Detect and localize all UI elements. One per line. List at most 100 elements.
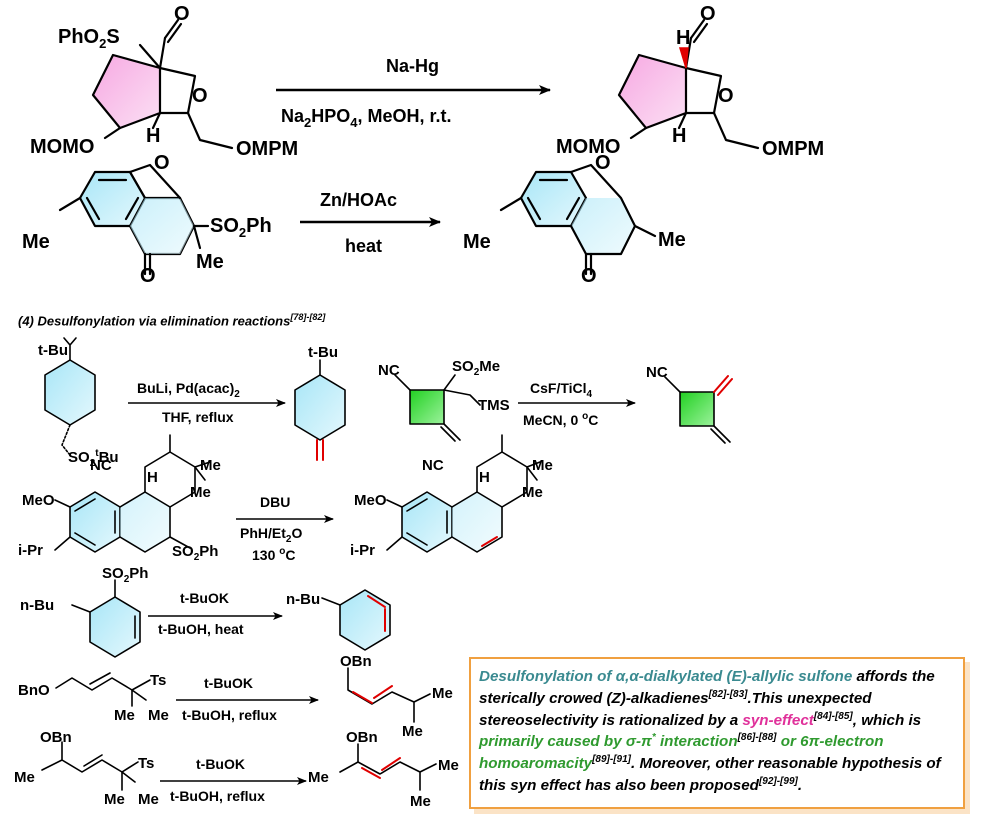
reaction-7: BnO Ts Me Me t-BuOK t-BuOH, reflux OBn M… [18, 653, 453, 740]
explanation-box: Desulfonylation of α,α-dialkylated (E)-a… [469, 657, 965, 809]
r7-me-1: Me [114, 707, 135, 724]
reaction-8: OBn Me Ts Me Me t-BuOK t-BuOH, reflux OB… [14, 729, 459, 810]
r5-so2ph: SO2Ph [172, 543, 218, 563]
note-text-3: .This unexpected stereoselectivity is ra… [479, 689, 872, 729]
r7-product-me-2: Me [402, 723, 423, 740]
r8-reactant: OBn Me Ts Me Me [14, 729, 159, 808]
r6-product-nbu: n-Bu [286, 591, 320, 608]
r6-reactant: SO2Ph n-Bu [20, 565, 148, 658]
r1-product: H O O H MOMO OMPM [556, 3, 824, 160]
reaction-1: PhO2S O O H MOMO OMPM Na-Hg Na2HPO4, MeO… [30, 3, 824, 160]
reaction-6: SO2Ph n-Bu t-BuOK t-BuOH, heat n-Bu [20, 565, 391, 658]
note-green-1: primarily caused by σ-π [479, 733, 652, 751]
r8-ts: Ts [138, 755, 154, 772]
r2-carbonyl-o: O [140, 265, 156, 287]
r2-product: O Me O Me [463, 152, 686, 287]
r5-reactant: MeO NC H Me Me i-Pr SO2Ph [18, 434, 221, 563]
r8-product: OBn Me Me Me [308, 729, 459, 810]
r5-product-meo: MeO [354, 492, 387, 509]
r7-reagent-bottom: t-BuOH, reflux [182, 707, 277, 723]
r6-reagent-top: t-BuOK [180, 590, 229, 606]
r8-reagent-bottom: t-BuOH, reflux [170, 788, 265, 804]
reaction-2: O Me SO2Ph O Me Zn/HOAc heat O Me O Me [22, 152, 686, 287]
r3-so2tbu: SO2tBu [68, 448, 119, 469]
r5-nc: NC [90, 457, 112, 474]
r4-reactant: NC SO2Me TMS [378, 358, 510, 442]
r3-reactant: t-Bu SO2tBu [38, 337, 119, 469]
r5-product: MeO NC H Me Me i-Pr [350, 434, 553, 559]
r1-product-momo: MOMO [556, 136, 620, 158]
note-ref-1: [82]-[83] [708, 688, 748, 700]
r2-ring-o: O [154, 152, 170, 174]
r1-reactant-label: PhO2S [58, 26, 120, 51]
r1-product-h: H [672, 125, 686, 147]
note-text-9: . [797, 776, 803, 794]
r8-reagent-top: t-BuOK [196, 756, 245, 772]
r7-product: OBn Me Me [340, 653, 453, 740]
reaction-3: t-Bu SO2tBu BuLi, Pd(acac)2 THF, reflux … [38, 337, 346, 469]
r2-reactant: O Me SO2Ph O Me [22, 152, 272, 287]
r7-reagent-top: t-BuOK [204, 675, 253, 691]
r6-so2ph: SO2Ph [102, 565, 148, 585]
r1-reagent-top: Na-Hg [386, 56, 439, 76]
r4-so2me: SO2Me [452, 358, 500, 378]
r1-momo: MOMO [30, 136, 94, 158]
r5-me-1: Me [200, 457, 221, 474]
r1-reagent-bottom: Na2HPO4, MeOH, r.t. [281, 106, 452, 130]
r4-product-nc: NC [646, 364, 668, 381]
r7-bno: BnO [18, 682, 50, 699]
r1-ring-o: O [192, 85, 208, 107]
r1-product-h-top: H [676, 27, 690, 49]
r5-product-me-2: Me [522, 484, 543, 501]
r5-product-me-1: Me [532, 457, 553, 474]
r1-h: H [146, 125, 160, 147]
r5-reagent-bottom: 130 oC [252, 546, 295, 563]
r8-me-left: Me [14, 769, 35, 786]
reaction-5: MeO NC H Me Me i-Pr SO2Ph DBU PhH/Et2O 1… [18, 434, 553, 563]
r8-product-me-2: Me [410, 793, 431, 810]
r7-ts: Ts [150, 672, 166, 689]
r2-product-carbonyl-o: O [581, 265, 597, 287]
r1-product-ring-o: O [718, 85, 734, 107]
r1-product-carbonyl-o: O [700, 3, 716, 25]
note-text-2: affords the sterically crowed (Z)-alkadi… [479, 668, 935, 707]
r2-product-me-right: Me [658, 229, 686, 251]
r3-product-tbu: t-Bu [308, 344, 338, 361]
note-ref-3: [86]-[88] [737, 732, 777, 744]
r2-reagent-bottom: heat [345, 236, 382, 256]
r3-reagent-top: BuLi, Pd(acac)2 [137, 380, 240, 400]
r8-me-2: Me [138, 791, 159, 808]
r4-reagent-top: CsF/TiCl4 [530, 380, 593, 400]
r7-product-me-1: Me [432, 685, 453, 702]
note-text-8: . Moreover, other reasonable hypothesis … [479, 755, 941, 794]
r5-reagent-mid: PhH/Et2O [240, 525, 302, 545]
r2-so2ph: SO2Ph [210, 215, 272, 240]
r7-reactant: BnO Ts Me Me [18, 672, 169, 724]
r8-product-me-left: Me [308, 769, 329, 786]
r7-product-obn: OBn [340, 653, 372, 670]
r8-obn: OBn [40, 729, 72, 746]
r4-tms: TMS [478, 397, 510, 414]
note-star: * [651, 732, 656, 744]
r4-reagent-bottom: MeCN, 0 oC [523, 411, 598, 428]
r8-me-1: Me [104, 791, 125, 808]
note-ref-5: [92]-[99] [758, 775, 798, 787]
r5-me-2: Me [190, 484, 211, 501]
note-text-5: , which is [852, 711, 922, 729]
note-green-2: or 6π-electron homoaromacity [479, 733, 884, 773]
r2-product-ring-o: O [595, 152, 611, 174]
note-teal-1: Desulfonylation of α,α-dialkylated (E)-a… [479, 668, 853, 685]
r2-me-left: Me [22, 231, 50, 253]
r8-product-obn: OBn [346, 729, 378, 746]
r6-nbu: n-Bu [20, 597, 54, 614]
r1-reactant: PhO2S O O H MOMO OMPM [30, 3, 298, 160]
r8-product-me-1: Me [438, 757, 459, 774]
r5-product-nc: NC [422, 457, 444, 474]
r7-me-2: Me [148, 707, 169, 724]
note-ref-2: [84]-[85] [813, 710, 853, 722]
r2-product-me-left: Me [463, 231, 491, 253]
note-green-1b: interaction [655, 733, 738, 751]
r5-reagent-top: DBU [260, 494, 290, 510]
note-pink: syn-effect [742, 711, 814, 729]
